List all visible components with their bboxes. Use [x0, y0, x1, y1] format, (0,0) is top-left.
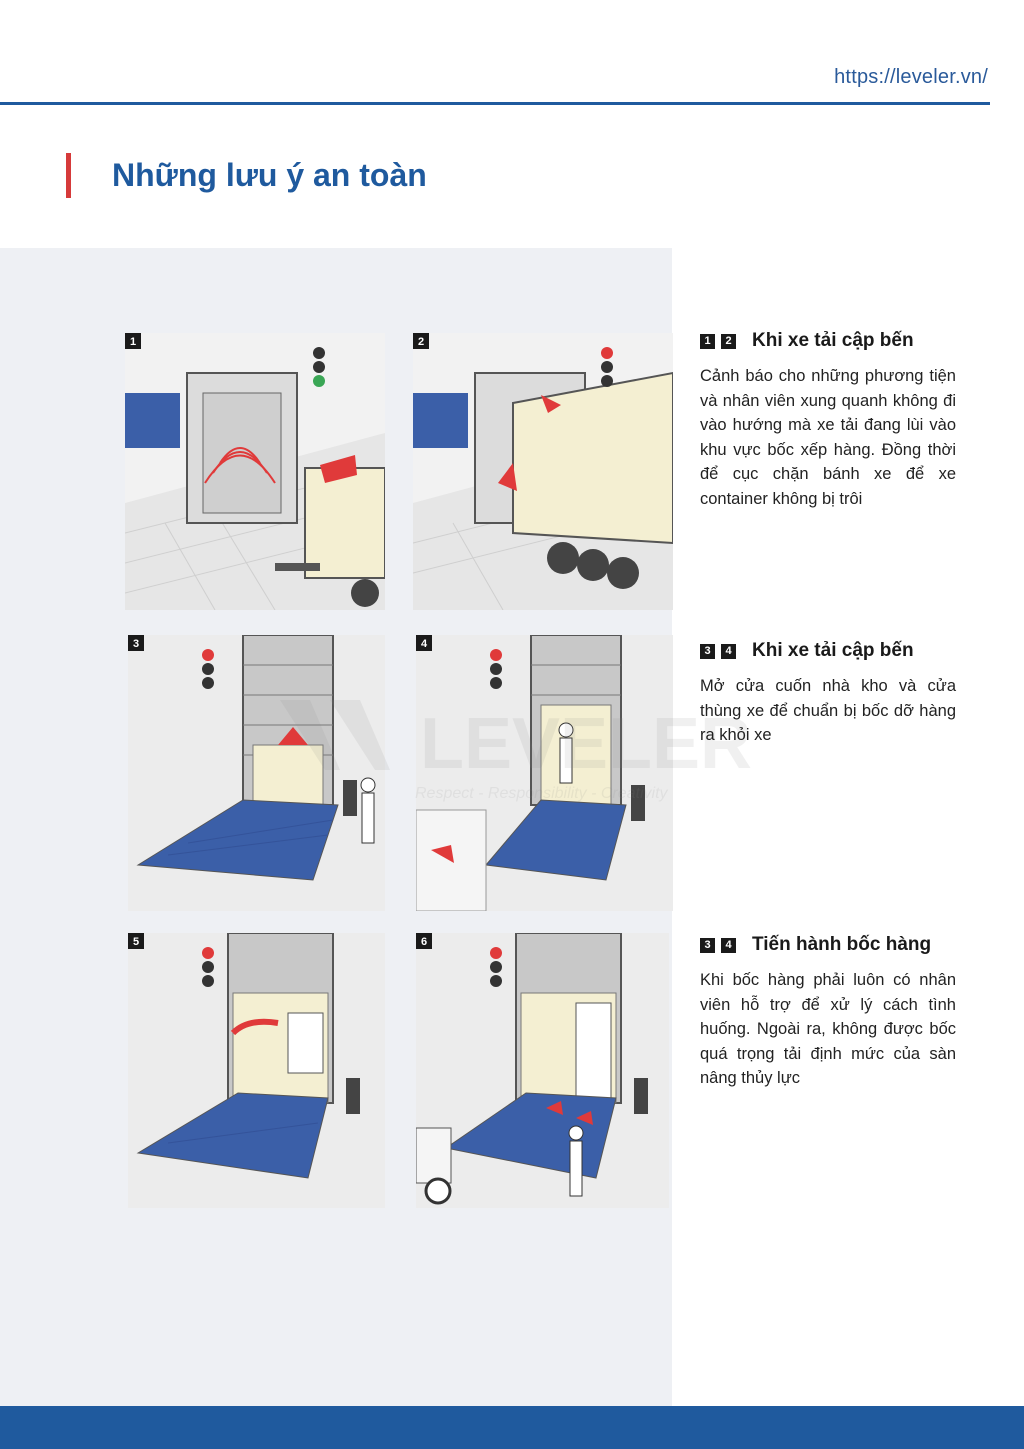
step-badge: 3 — [700, 643, 715, 659]
step-badge: 3 — [700, 937, 715, 953]
illustration-step-2: 2 — [413, 333, 673, 610]
step-badge: 4 — [721, 937, 736, 953]
section-heading: 1 2 Khi xe tải cập bến — [700, 328, 956, 354]
website-url[interactable]: https://leveler.vn/ — [834, 66, 988, 88]
watermark-slogan: Respect - Responsibility - Creativity — [415, 785, 669, 802]
footer-bar — [0, 1406, 1024, 1449]
leveler-logo-icon — [280, 700, 340, 770]
panel-number: 1 — [130, 336, 136, 348]
section-docking-1: 1 2 Khi xe tải cập bến Cảnh báo cho nhữn… — [700, 328, 956, 511]
section-title: Khi xe tải cập bến — [752, 640, 914, 661]
section-body: Cảnh báo cho những phương tiện và nhân v… — [700, 367, 956, 508]
panel-number: 2 — [418, 336, 424, 348]
panel-number: 6 — [421, 936, 427, 948]
panel-number: 4 — [421, 638, 428, 650]
section-title: Tiến hành bốc hàng — [752, 934, 932, 955]
page-title: Những lưu ý an toàn — [112, 157, 427, 193]
header-divider — [0, 102, 990, 105]
section-loading: 3 4 Tiến hành bốc hàng Khi bốc hàng phải… — [700, 932, 956, 1091]
section-body: Khi bốc hàng phải luôn có nhân viên hỗ t… — [700, 971, 956, 1087]
illustration-step-6: 6 — [416, 933, 669, 1208]
section-docking-2: 3 4 Khi xe tải cập bến Mở cửa cuốn nhà k… — [700, 638, 956, 748]
section-heading: 3 4 Tiến hành bốc hàng — [700, 932, 956, 958]
illustration-step-1: 1 — [125, 333, 385, 610]
panel-number: 3 — [133, 638, 139, 650]
panel-number: 5 — [133, 936, 139, 948]
section-title: Khi xe tải cập bến — [752, 330, 914, 351]
illustration-step-3: 3 — [128, 635, 385, 911]
leveler-watermark: LEVELER Respect - Responsibility - Creat… — [280, 700, 752, 802]
title-accent-bar — [66, 153, 71, 198]
step-badge: 1 — [700, 333, 715, 349]
illustration-step-4: 4 — [416, 635, 673, 911]
step-badge: 2 — [721, 333, 736, 349]
watermark-brand: LEVELER — [420, 704, 752, 784]
section-body: Mở cửa cuốn nhà kho và cửa thùng xe để c… — [700, 677, 956, 744]
illustration-step-5: 5 — [128, 933, 385, 1208]
section-heading: 3 4 Khi xe tải cập bến — [700, 638, 956, 664]
step-badge: 4 — [721, 643, 736, 659]
